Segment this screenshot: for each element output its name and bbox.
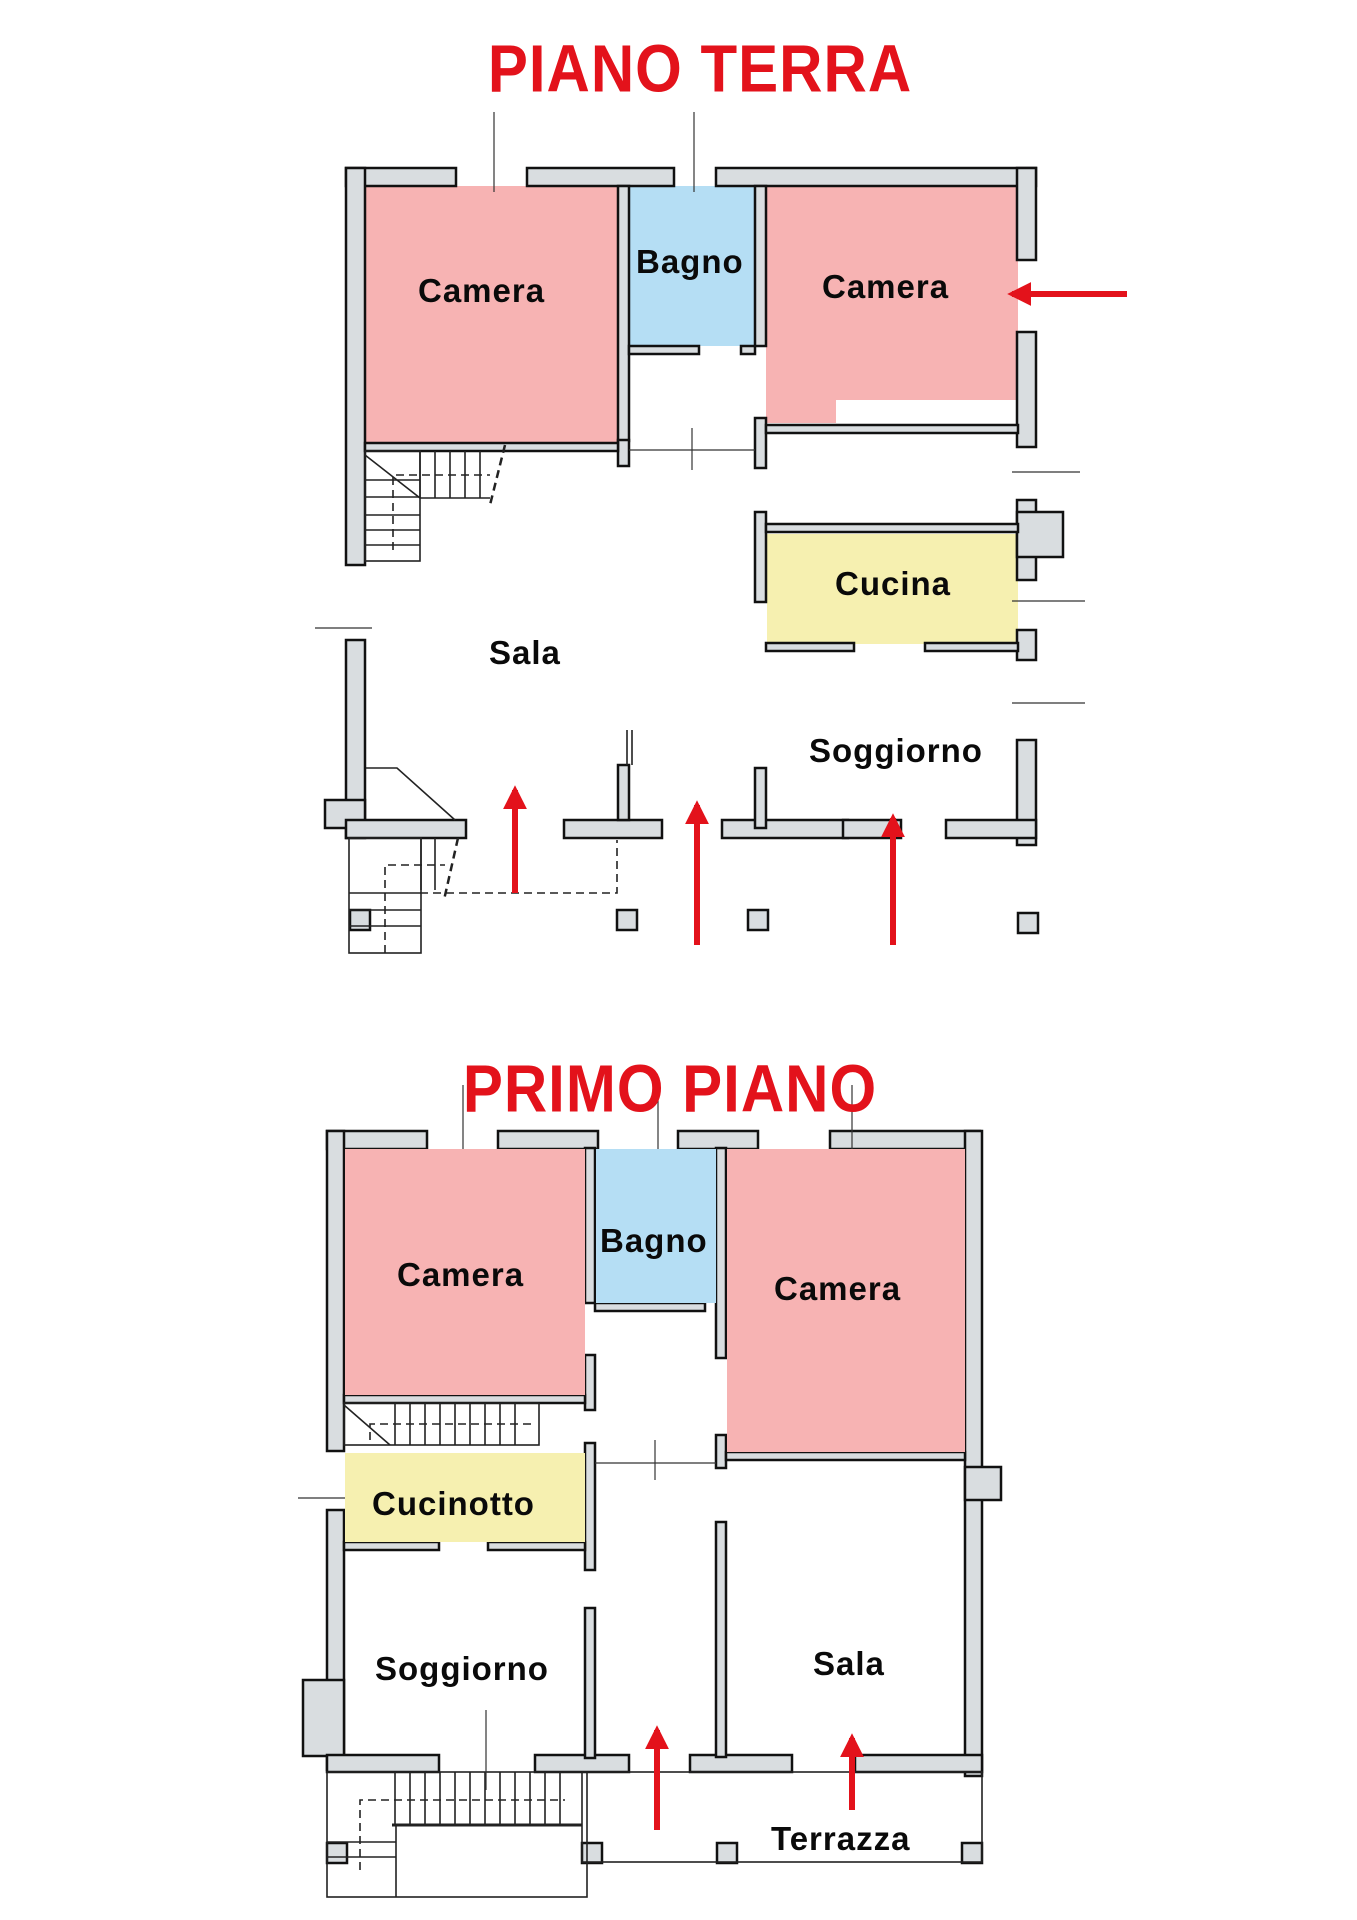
ground-label-camera-left: Camera <box>418 272 546 309</box>
first-label-soggiorno: Soggiorno <box>375 1650 549 1687</box>
ground-label-cucina: Cucina <box>835 565 952 602</box>
first-camera-left <box>345 1149 585 1395</box>
ground-camera-right <box>766 187 1018 400</box>
ground-bagno <box>629 186 755 346</box>
first-floor-title: PRIMO PIANO <box>462 1051 878 1127</box>
ground-label-bagno: Bagno <box>636 243 744 280</box>
first-label-camera-right: Camera <box>774 1270 902 1307</box>
first-label-bagno: Bagno <box>600 1222 708 1259</box>
first-cucinotto <box>345 1453 585 1542</box>
ground-label-camera-right: Camera <box>822 268 950 305</box>
first-label-sala: Sala <box>813 1645 885 1682</box>
first-label-terrazza: Terrazza <box>771 1820 911 1857</box>
ground-floor-title: PIANO TERRA <box>487 31 913 107</box>
first-label-cucinotto: Cucinotto <box>372 1485 535 1522</box>
first-label-camera-left: Camera <box>397 1256 525 1293</box>
ground-label-soggiorno: Soggiorno <box>809 732 983 769</box>
ground-camera-right-notch <box>766 399 836 423</box>
ground-cucina <box>767 534 1018 644</box>
ground-camera-left <box>366 186 618 443</box>
first-camera-right <box>727 1149 965 1452</box>
first-bagno <box>596 1149 716 1303</box>
ground-label-sala: Sala <box>489 634 561 671</box>
